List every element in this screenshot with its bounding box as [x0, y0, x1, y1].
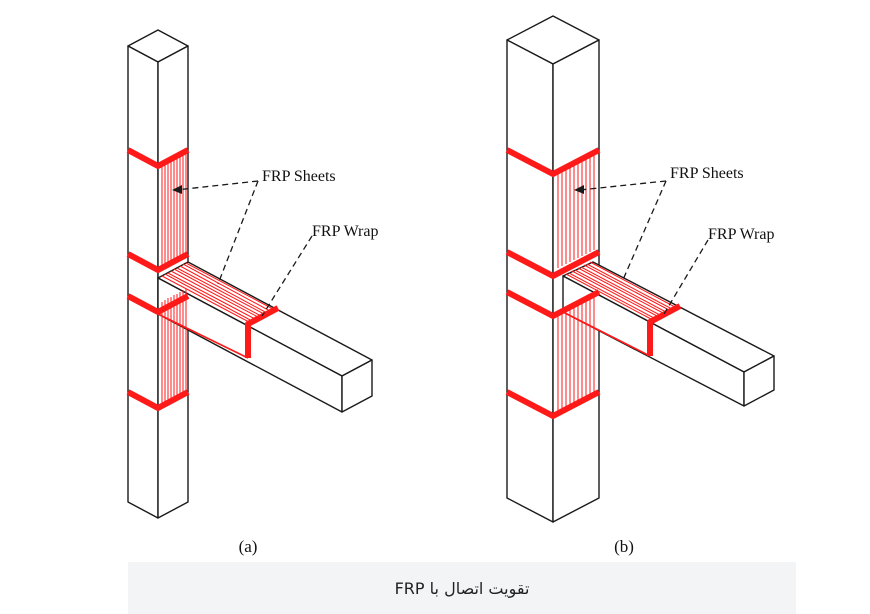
label-a-wrap: FRP Wrap — [312, 223, 378, 240]
caption-bar: تقویت اتصال با FRP — [128, 562, 796, 614]
frp-sheet-a-upper — [161, 153, 187, 267]
frp-wrap-a-column — [126, 147, 190, 411]
column-a-front — [127, 45, 159, 519]
beam-b — [562, 261, 775, 407]
column-b — [506, 15, 600, 523]
label-b-wrap: FRP Wrap — [708, 226, 774, 243]
label-b-sheets: FRP Sheets — [670, 165, 744, 182]
frp-joint-figure: FRP Sheets FRP Wrap (a) — [126, 15, 775, 556]
frp-wrap-a-beam — [245, 305, 280, 358]
beam-a-end — [341, 359, 373, 413]
frp-sheet-b-beam — [565, 261, 676, 320]
arrow-a — [172, 185, 182, 194]
frp-sheet-b-upper — [557, 152, 595, 268]
leaders-a — [175, 180, 313, 317]
sublabel-b: (b) — [614, 537, 634, 556]
frp-sheet-a-beam — [161, 262, 274, 323]
label-a-sheets: FRP Sheets — [262, 168, 336, 185]
leaders-b — [579, 180, 709, 315]
column-b-front — [506, 39, 554, 523]
frp-wrap-b-beam — [647, 303, 682, 356]
beam-a-frp-edge — [157, 313, 249, 359]
figure-caption: تقویت اتصال با FRP — [394, 578, 530, 598]
beam-b-end — [743, 355, 775, 407]
sublabel-a: (a) — [239, 537, 258, 556]
frp-sheet-b-lower — [557, 294, 595, 412]
arrow-b — [574, 185, 584, 194]
beam-b-frp-edge — [562, 311, 651, 357]
frp-wrap-b-column — [505, 147, 601, 419]
joint-a — [126, 29, 373, 519]
joint-b — [505, 15, 775, 523]
